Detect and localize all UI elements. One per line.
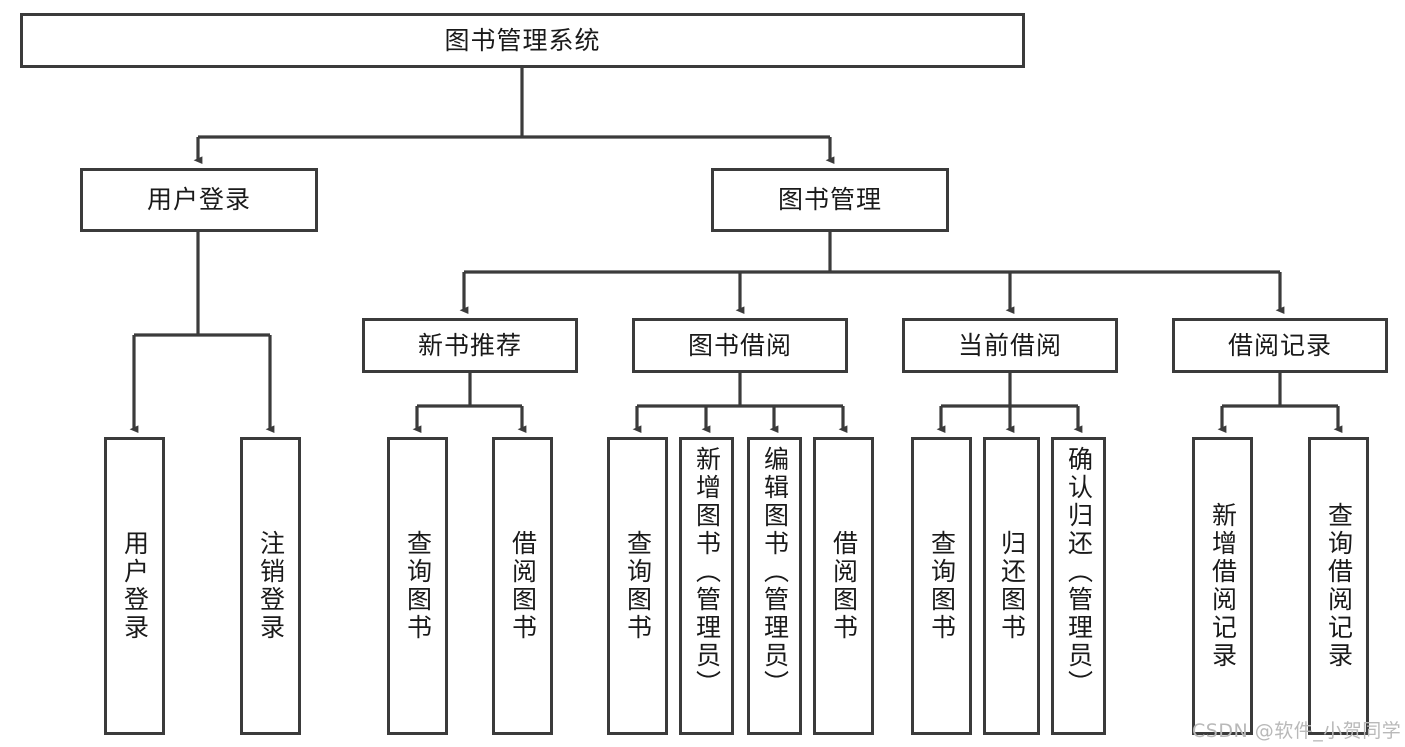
node-label: 当前借阅 [957,330,1062,360]
node-label: 图书管理 [777,185,882,215]
node-label: 用户登录 [146,185,251,215]
node-label: 查询借阅记录 [1324,502,1354,670]
node-label: 编辑图书（管理员） [760,446,790,698]
node-leaf-query-book-current[interactable]: 查询图书 [911,437,972,735]
node-leaf-borrow-book-recommend[interactable]: 借阅图书 [492,437,553,735]
node-current-borrow[interactable]: 当前借阅 [902,318,1118,373]
node-label: 查询图书 [623,530,653,642]
node-leaf-query-book-borrow[interactable]: 查询图书 [607,437,668,735]
node-new-book-recommend[interactable]: 新书推荐 [362,318,578,373]
node-root-library-system[interactable]: 图书管理系统 [20,13,1025,68]
node-leaf-user-login[interactable]: 用户登录 [104,437,165,735]
node-label: 借阅记录 [1227,330,1332,360]
node-leaf-add-borrow-record[interactable]: 新增借阅记录 [1192,437,1253,735]
node-label: 查询图书 [927,530,957,642]
node-leaf-confirm-return-admin[interactable]: 确认归还（管理员） [1051,437,1106,735]
node-label: 新增图书（管理员） [692,446,722,698]
node-book-management[interactable]: 图书管理 [711,168,949,232]
node-borrow-record[interactable]: 借阅记录 [1172,318,1388,373]
node-label: 借阅图书 [829,530,859,642]
node-label: 图书管理系统 [444,25,601,55]
node-leaf-logout[interactable]: 注销登录 [240,437,301,735]
node-leaf-query-borrow-record[interactable]: 查询借阅记录 [1308,437,1369,735]
node-book-borrow[interactable]: 图书借阅 [632,318,848,373]
node-label: 借阅图书 [508,530,538,642]
node-leaf-borrow-book[interactable]: 借阅图书 [813,437,874,735]
node-label: 用户登录 [120,530,150,642]
node-label: 图书借阅 [687,330,792,360]
node-leaf-edit-book-admin[interactable]: 编辑图书（管理员） [747,437,802,735]
csdn-watermark: CSDN @软件_小贺同学 [1192,720,1402,742]
node-leaf-add-book-admin[interactable]: 新增图书（管理员） [679,437,734,735]
node-label: 查询图书 [403,530,433,642]
node-label: 注销登录 [256,530,286,642]
node-label: 确认归还（管理员） [1064,446,1094,698]
node-leaf-return-book[interactable]: 归还图书 [983,437,1040,735]
node-label: 新增借阅记录 [1208,502,1238,670]
node-label: 新书推荐 [417,330,522,360]
node-user-login[interactable]: 用户登录 [80,168,318,232]
node-label: 归还图书 [997,530,1027,642]
node-leaf-query-book-recommend[interactable]: 查询图书 [387,437,448,735]
